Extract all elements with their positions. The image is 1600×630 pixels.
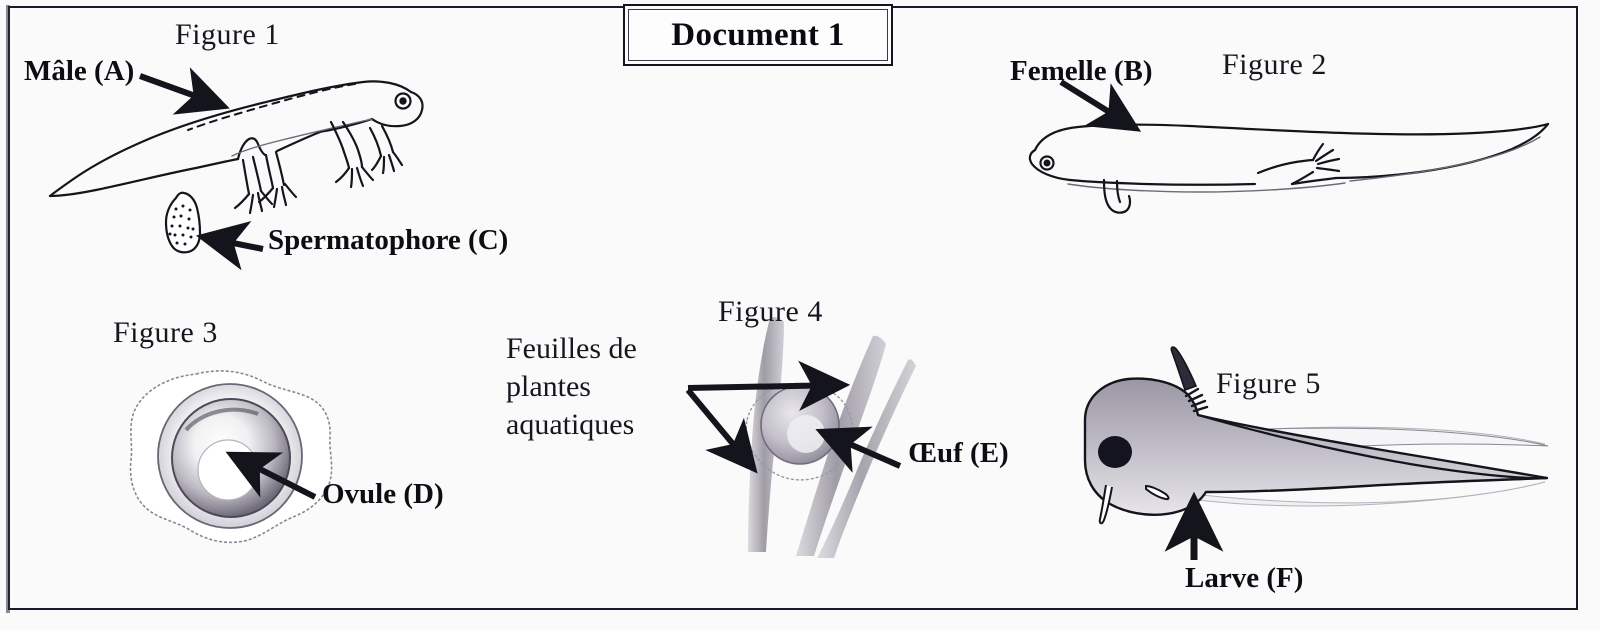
arrow-leaves-down <box>685 388 758 474</box>
figure-1-caption: Figure 1 <box>175 18 280 51</box>
arrow-female <box>1059 79 1142 132</box>
document-title-box: Document 1 <box>623 4 893 66</box>
male-newt-body <box>48 80 424 215</box>
label-larva: Larve (F) <box>1185 562 1304 594</box>
label-female: Femelle (B) <box>1010 55 1153 87</box>
spermatophore-mass <box>164 191 202 254</box>
figure-5-caption: Figure 5 <box>1216 367 1321 400</box>
label-aquatic-plant-leaves: Feuilles de plantes aquatiques <box>506 332 637 441</box>
arrow-spermatophore <box>195 220 264 271</box>
document-title: Document 1 <box>671 16 845 53</box>
arrow-male <box>138 67 230 115</box>
arrow-egg <box>815 426 902 473</box>
figure-5-larva <box>1083 346 1549 525</box>
label-ovule: Ovule (D) <box>322 478 444 510</box>
label-spermatophore: Spermatophore (C) <box>268 224 509 256</box>
arrow-leaves-right <box>687 360 851 412</box>
female-newt-body <box>1028 122 1550 214</box>
figure-2-caption: Figure 2 <box>1222 48 1327 81</box>
figure-3-caption: Figure 3 <box>113 316 218 349</box>
label-male: Mâle (A) <box>24 55 135 87</box>
figure-4-caption: Figure 4 <box>718 295 823 328</box>
figure-3-ovule <box>129 370 333 544</box>
arrow-ovule <box>225 451 317 500</box>
label-egg: Œuf (E) <box>908 437 1009 469</box>
